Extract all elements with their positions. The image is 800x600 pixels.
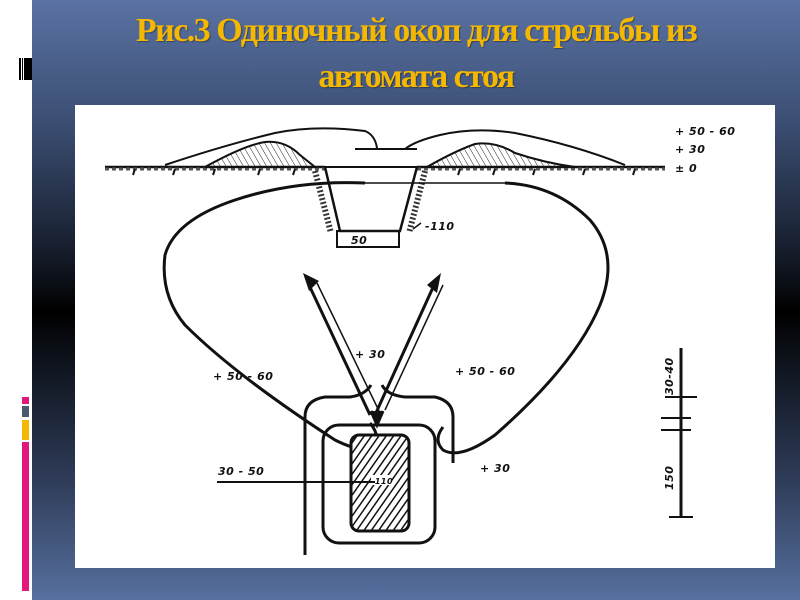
pink-bar-small — [22, 397, 29, 404]
title-line-2: автомата стоя — [318, 58, 515, 95]
dimension-line: 30-40 150 — [661, 348, 697, 518]
slide-title: Рис.3 Одиночный окоп для стрельбы из авт… — [32, 8, 800, 100]
pink-bar-long — [22, 442, 29, 591]
front-label: + 30 — [355, 348, 385, 361]
barcode-decoration — [19, 58, 32, 80]
plan-view: -110 30 - 50 + 50 - 60 + 50 - 60 + 30 + … — [162, 181, 697, 555]
fire-direction-arrows — [303, 273, 444, 416]
trench-diagram: 50 -110 + 50 - 60 + 30 ± 0 — [105, 125, 735, 555]
dimension-top-label: 30-40 — [663, 357, 676, 395]
depth-label: -110 — [425, 220, 455, 233]
gray-bar — [22, 406, 29, 417]
level-label-ground: ± 0 — [675, 162, 697, 175]
dimension-bottom-label: 150 — [663, 466, 676, 490]
level-label-top: + 50 - 60 — [675, 125, 735, 138]
orange-bar — [22, 420, 29, 440]
inner-berm-label: 30 - 50 — [218, 465, 264, 478]
parapet-right-label: + 50 - 60 — [455, 365, 515, 378]
bottom-width-label: 50 — [351, 234, 367, 247]
slide: Рис.3 Одиночный окоп для стрельбы из авт… — [32, 0, 800, 600]
title-line-1: Рис.3 Одиночный окоп для стрельбы из — [135, 12, 698, 49]
trench-figure: 50 -110 + 50 - 60 + 30 ± 0 — [75, 105, 775, 568]
pit-depth-label: -110 — [371, 477, 393, 486]
section-view: 50 -110 + 50 - 60 + 30 ± 0 — [105, 125, 735, 248]
side-label: + 30 — [480, 462, 510, 475]
level-label-mid: + 30 — [675, 143, 705, 156]
parapet-left-label: + 50 - 60 — [213, 370, 273, 383]
